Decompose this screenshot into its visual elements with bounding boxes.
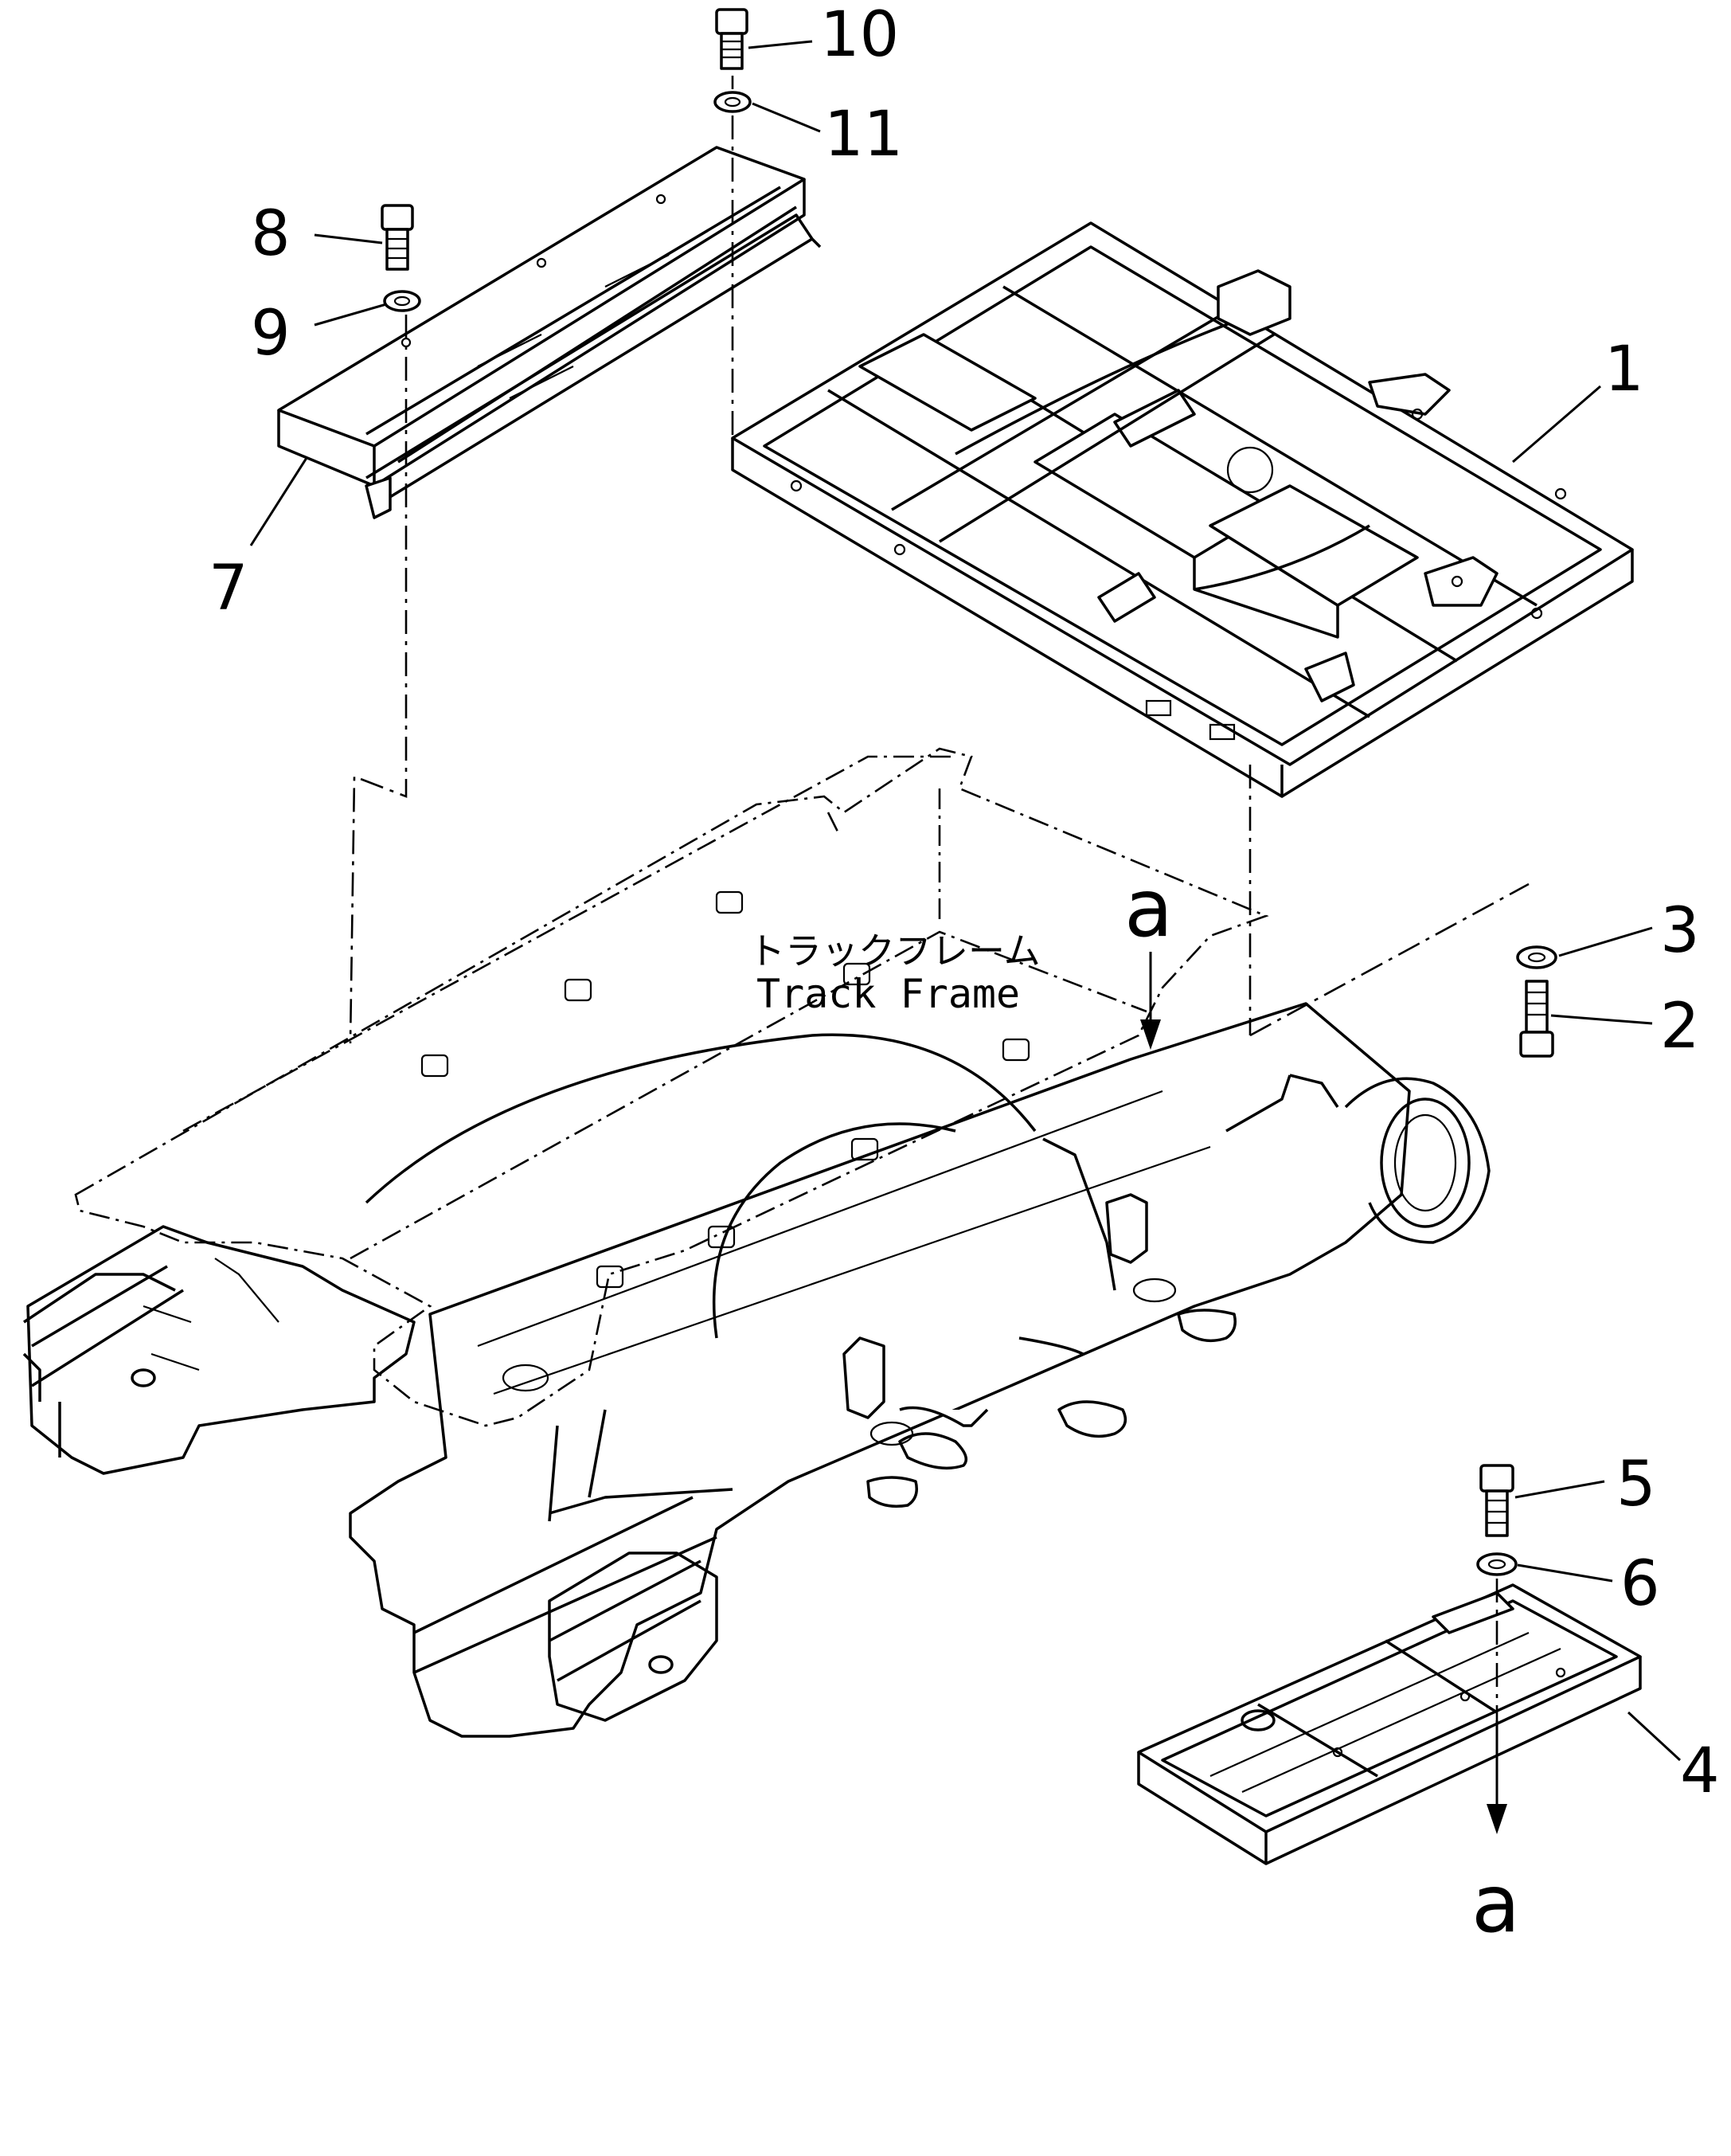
bolt-8: [381, 204, 414, 271]
callout-6: 6: [1620, 1548, 1660, 1620]
washer-3: [1516, 945, 1557, 969]
detail-marker-top: a: [1124, 862, 1173, 955]
bolt-5: [1479, 1464, 1514, 1537]
callout-1: 1: [1604, 334, 1644, 405]
track-frame-caption-jp: トラックフレーム: [748, 929, 1041, 972]
callout-9: 9: [251, 298, 291, 370]
track-frame-body: [22, 890, 1491, 1738]
assembly-centerlines: [349, 76, 1530, 1720]
callout-labels: 10 11 8 9 7 1 3 2 5 6 4: [209, 0, 1720, 1807]
track-frame: [74, 747, 1269, 1427]
callout-7: 7: [209, 553, 248, 624]
part-1-frame-assembly: [731, 221, 1634, 798]
callout-8: 8: [251, 198, 291, 270]
washer-11: [713, 91, 752, 113]
callout-3: 3: [1660, 895, 1700, 967]
part-7-cover: [277, 146, 822, 519]
washer-6: [1476, 1552, 1518, 1576]
track-frame-caption-en: Track Frame: [756, 971, 1020, 1017]
detail-arrow-bottom: [1487, 1720, 1507, 1834]
callout-4: 4: [1680, 1735, 1720, 1807]
leader-lines: [249, 40, 1682, 1762]
mounting-pads: [420, 890, 1030, 1289]
callout-5: 5: [1616, 1449, 1656, 1520]
callout-11: 11: [824, 99, 903, 170]
detail-arrow-top: [1140, 952, 1161, 1050]
part-4-cover: [1137, 1583, 1642, 1865]
bolt-10: [715, 8, 748, 70]
detail-marker-bottom: a: [1471, 1857, 1520, 1951]
callout-2: 2: [1660, 991, 1700, 1062]
washer-9: [383, 290, 421, 312]
bolt-2: [1519, 980, 1554, 1058]
callout-10: 10: [820, 0, 899, 71]
